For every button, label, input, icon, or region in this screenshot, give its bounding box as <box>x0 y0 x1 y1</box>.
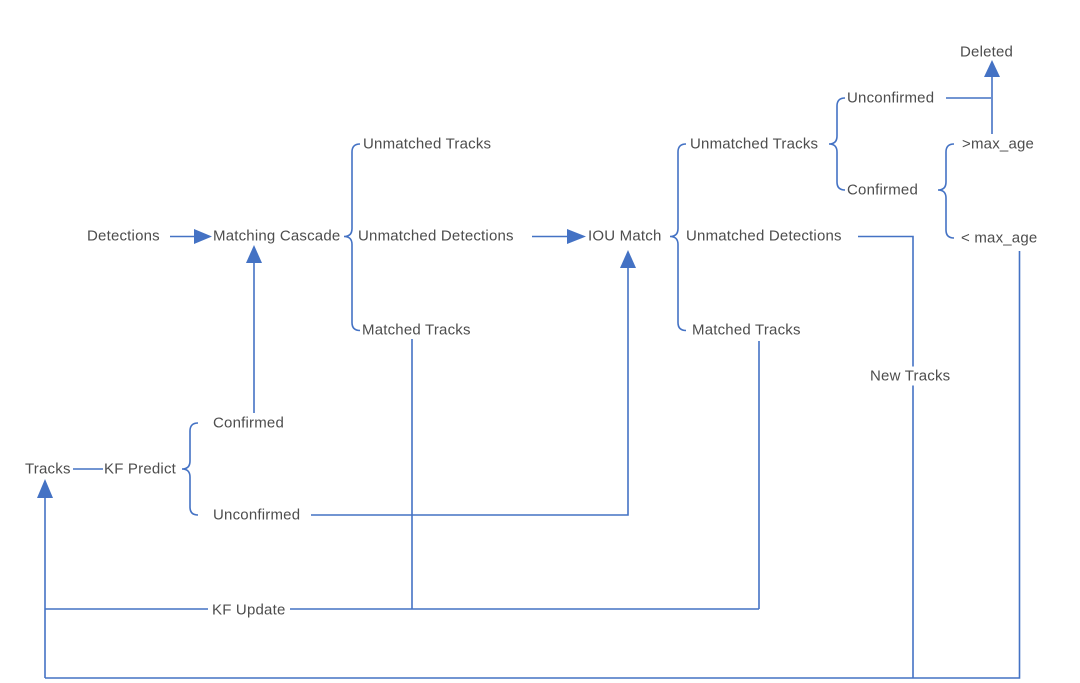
node-iou-matched-tracks: Matched Tracks <box>692 321 801 339</box>
arrowhead-iou-match-from-unconfirmed <box>620 250 636 268</box>
node-kf-update: KF Update <box>208 600 290 620</box>
node-mc-unmatched-tracks: Unmatched Tracks <box>363 135 492 153</box>
node-mc-matched-tracks: Matched Tracks <box>362 321 471 339</box>
node-iou-match: IOU Match <box>588 227 662 245</box>
line-lt-max-age-return-bottom <box>45 251 1021 679</box>
node-iou-unmatched-tracks: Unmatched Tracks <box>690 135 819 153</box>
arrowhead-matching-cascade-from-confirmed <box>246 245 262 263</box>
node-kf-predict: KF Predict <box>104 460 177 478</box>
brace-iou-match-outputs <box>669 143 687 332</box>
arrowhead-matching-cascade-input <box>194 229 212 244</box>
node-new-tracks: New Tracks <box>866 366 955 386</box>
node-matching-cascade: Matching Cascade <box>213 227 341 245</box>
node-mc-unmatched-detections: Unmatched Detections <box>358 227 514 245</box>
brace-confirmed-outcomes <box>937 143 955 239</box>
brace-unmatched-tracks-outcomes <box>828 97 846 191</box>
brace-matching-cascade-outputs <box>343 143 361 332</box>
arrowhead-iou-match-input <box>567 229 586 244</box>
node-gt-max-age: >max_age <box>962 135 1035 153</box>
line-kf-unconfirmed-to-iou-match <box>311 268 629 516</box>
node-lt-max-age: < max_age <box>961 229 1038 247</box>
arrowhead-tracks-input <box>37 479 53 498</box>
node-tracks: Tracks <box>25 460 71 478</box>
brace-kf-predict-outputs <box>181 422 199 516</box>
line-new-tracks <box>858 235 914 678</box>
node-iou-unmatched-detections: Unmatched Detections <box>686 227 842 245</box>
node-unconfirmed-track: Unconfirmed <box>847 89 935 107</box>
node-confirmed-track: Confirmed <box>847 181 918 199</box>
node-detections: Detections <box>87 227 160 245</box>
node-deleted: Deleted <box>960 43 1014 61</box>
node-kf-confirmed: Confirmed <box>213 414 284 432</box>
arrowhead-deleted <box>984 60 1000 77</box>
node-kf-unconfirmed: Unconfirmed <box>213 506 301 524</box>
